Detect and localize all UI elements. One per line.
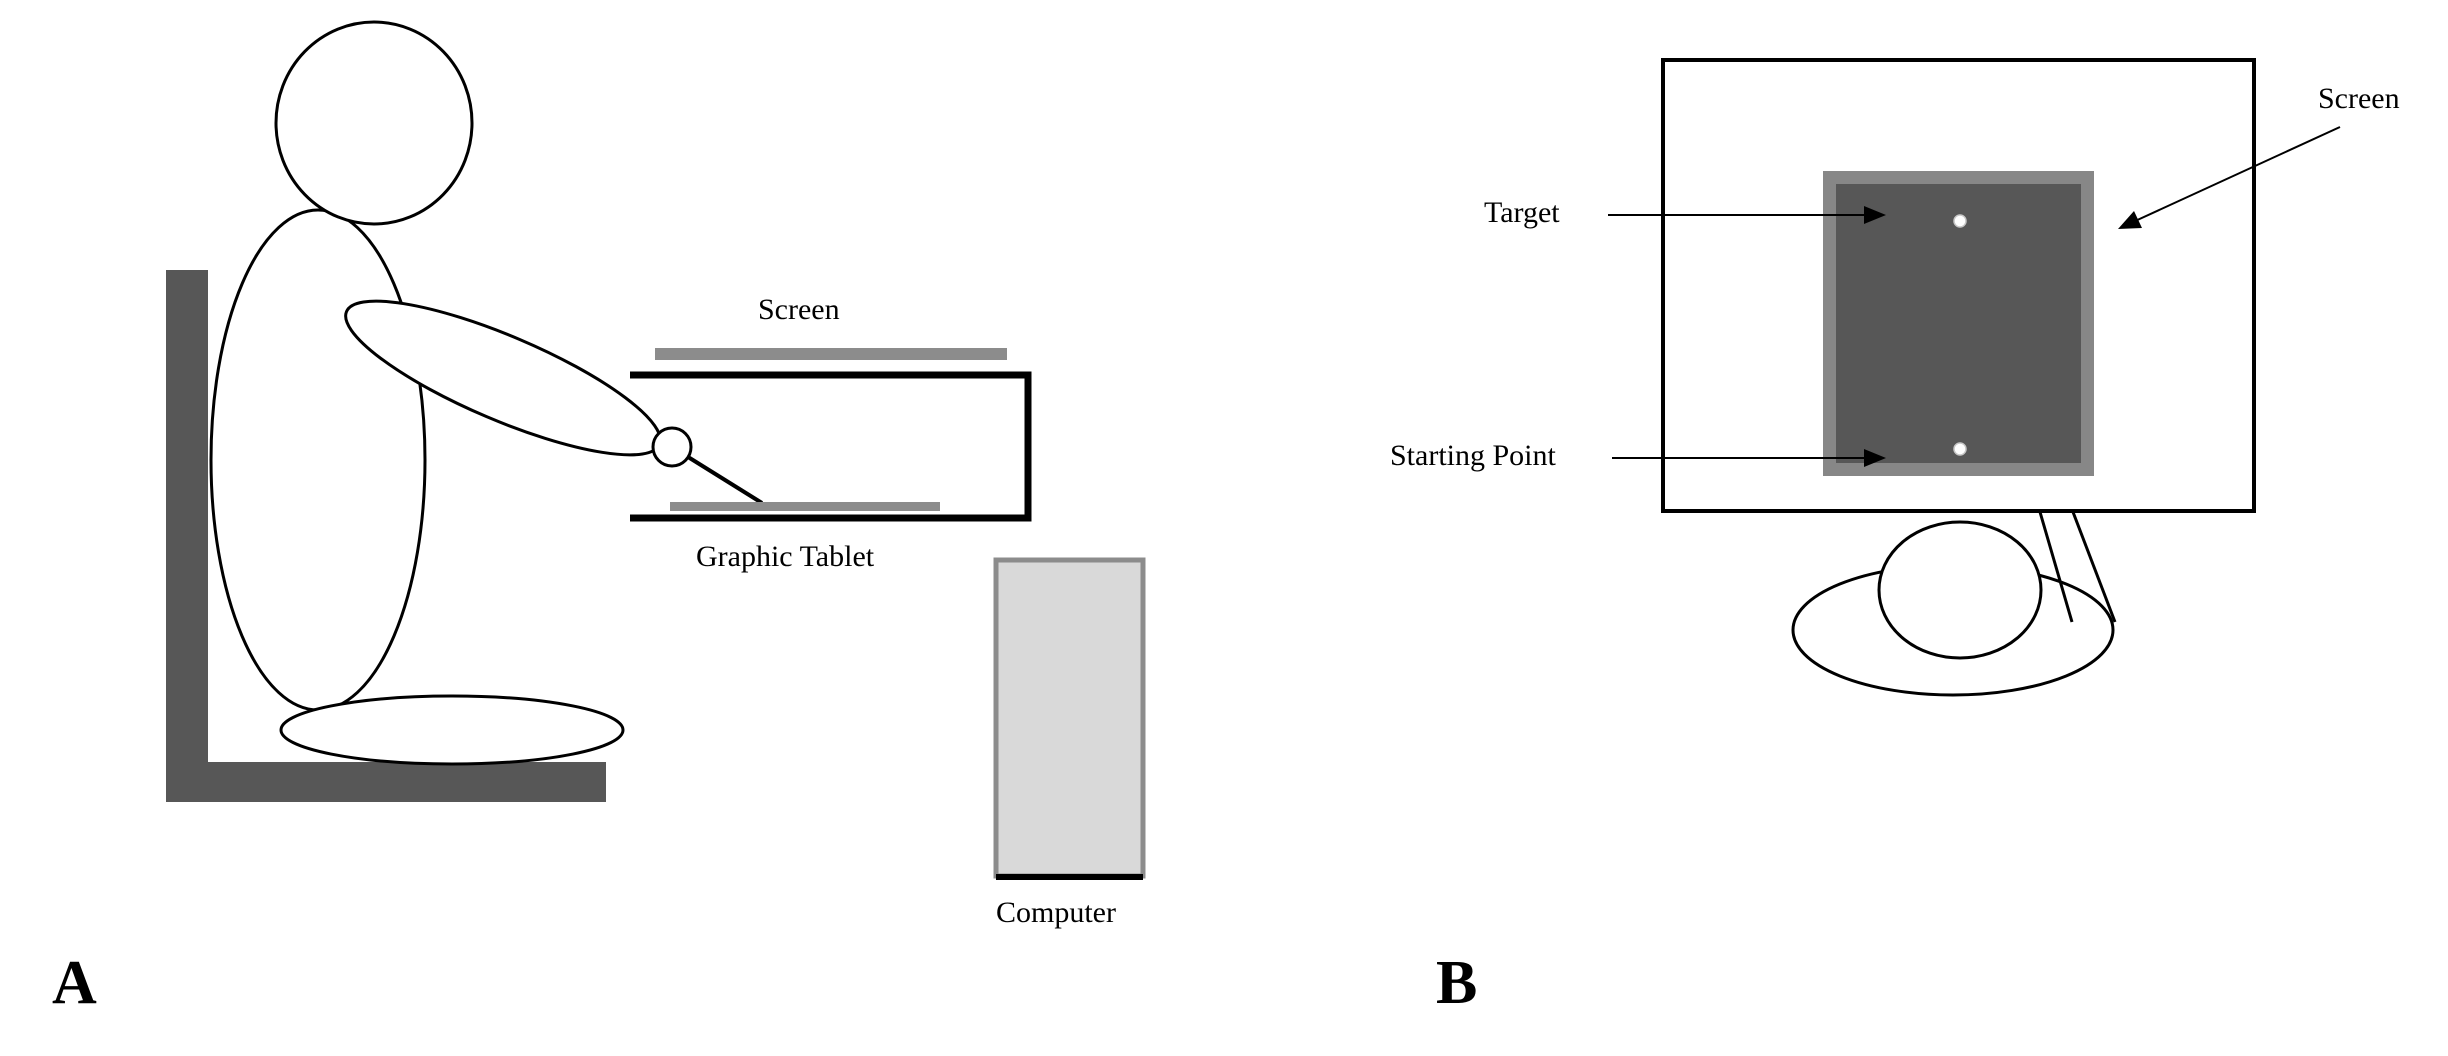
chair-backrest [166, 270, 208, 802]
annotation-arrows [1608, 126, 2341, 467]
chair [166, 270, 606, 802]
label-screen-b: Screen [2318, 82, 2400, 115]
graphic-tablet [670, 502, 940, 511]
person-torso [209, 208, 427, 712]
panel-letter-b: B [1436, 949, 1477, 1017]
monitor-stand [1791, 511, 2117, 697]
seated-person [209, 20, 662, 766]
label-starting-point: Starting Point [1390, 439, 1557, 472]
screen-arrowhead [2118, 211, 2142, 229]
starting-point-dot [1953, 442, 1967, 456]
screen-arrow-line [2132, 126, 2341, 223]
label-screen-a: Screen [758, 293, 840, 326]
target-dot [1953, 214, 1967, 228]
target-arrowhead [1864, 206, 1886, 224]
panel-letter-a: A [52, 949, 97, 1017]
stand-neck [1877, 520, 2043, 660]
panel-a-side-view: Screen Graphic Tablet Computer A [52, 20, 1146, 1017]
person-thigh [279, 694, 625, 766]
mirror-screen-bar [655, 348, 1007, 360]
apparatus-frame [630, 371, 1032, 522]
label-graphic-tablet: Graphic Tablet [696, 540, 875, 573]
computer-tower [993, 557, 1146, 879]
stand-arm-left [2038, 511, 2074, 623]
person-head [274, 20, 474, 226]
hand [651, 426, 693, 468]
display-inner [1836, 184, 2081, 463]
chair-seat [166, 762, 606, 802]
stand-arm-right [2071, 511, 2117, 623]
label-computer: Computer [996, 896, 1116, 929]
label-target: Target [1484, 196, 1560, 229]
panel-b-monitor-view: Screen Target Starting Point B [1390, 58, 2400, 1017]
starting-point-arrowhead [1864, 449, 1886, 467]
